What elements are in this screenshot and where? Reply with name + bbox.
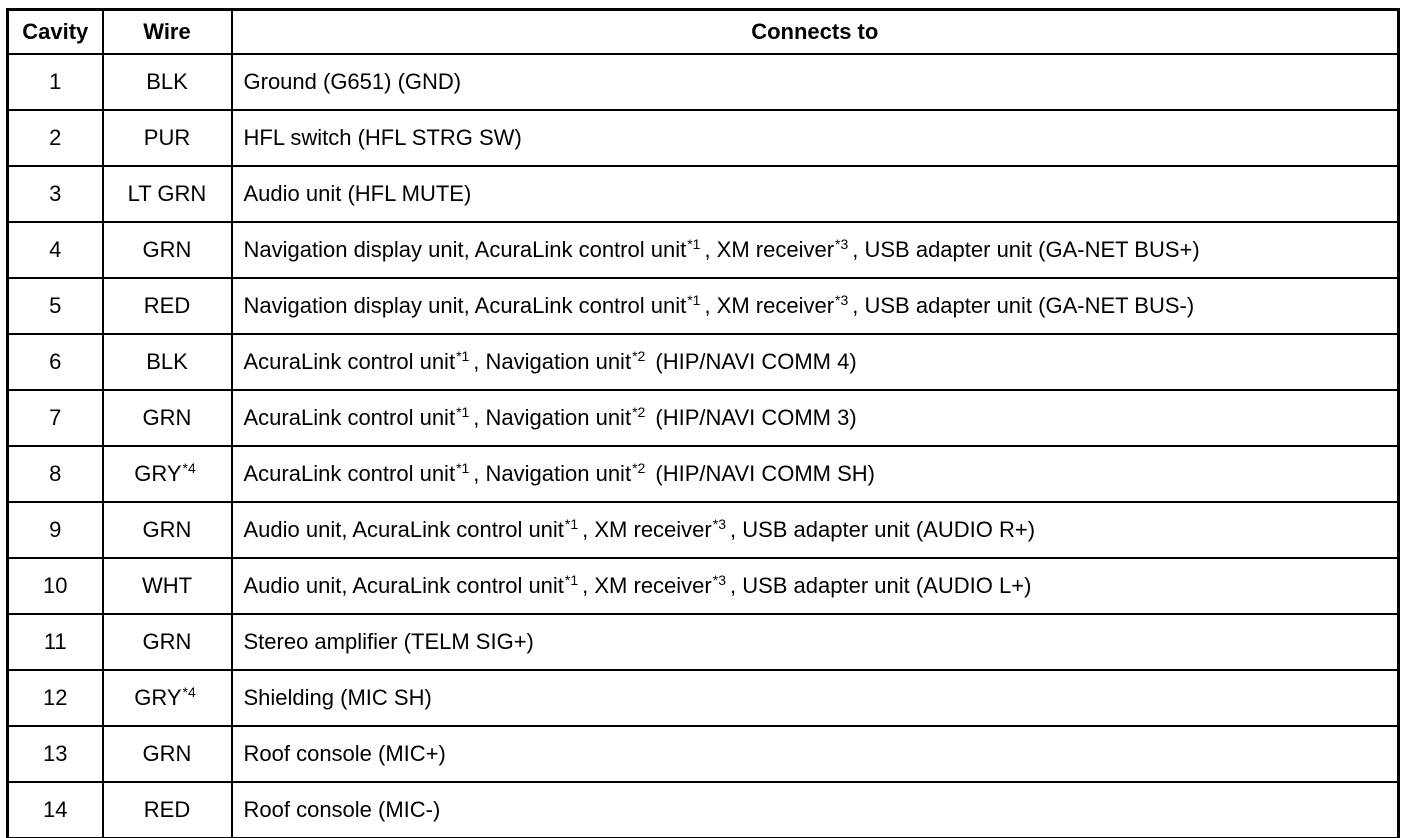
cavity-cell: 13 [6, 725, 104, 783]
connects-to-cell: AcuraLink control unit*1, Navigation uni… [230, 445, 1400, 503]
wire-cell: PUR [101, 109, 233, 167]
connects-to-cell: Audio unit, AcuraLink control unit*1, XM… [230, 501, 1400, 559]
footnote-marker: *1 [456, 348, 470, 365]
cavity-cell: 6 [6, 333, 104, 391]
footnote-marker: *4 [182, 460, 196, 477]
footnote-marker: *3 [712, 516, 726, 533]
column-header-wire: Wire [101, 8, 233, 55]
cavity-cell: 8 [6, 445, 104, 503]
wire-cell: GRN [101, 221, 233, 279]
connects-to-cell: AcuraLink control unit*1, Navigation uni… [230, 389, 1400, 447]
wire-cell: RED [101, 781, 233, 838]
footnote-marker: *2 [632, 348, 646, 365]
connects-to-cell: HFL switch (HFL STRG SW) [230, 109, 1400, 167]
connects-to-cell: Ground (G651) (GND) [230, 53, 1400, 111]
wire-cell: GRY*4 [101, 445, 233, 503]
footnote-marker: *1 [564, 572, 579, 589]
connects-to-cell: Roof console (MIC+) [230, 725, 1400, 783]
cavity-cell: 5 [6, 277, 104, 335]
footnote-marker: *1 [456, 460, 470, 477]
cavity-cell: 7 [6, 389, 104, 447]
connects-to-cell: AcuraLink control unit*1, Navigation uni… [230, 333, 1400, 391]
cavity-cell: 11 [6, 613, 104, 671]
wire-cell: BLK [101, 333, 233, 391]
footnote-marker: *2 [632, 460, 646, 477]
cavity-cell: 1 [6, 53, 104, 111]
cavity-cell: 14 [6, 781, 104, 838]
cavity-cell: 9 [6, 501, 104, 559]
connects-to-cell: Navigation display unit, AcuraLink contr… [230, 221, 1400, 279]
footnote-marker: *3 [835, 292, 849, 309]
column-header-connects-to: Connects to [230, 8, 1400, 55]
connects-to-cell: Navigation display unit, AcuraLink contr… [230, 277, 1400, 335]
connects-to-cell: Roof console (MIC-) [230, 781, 1400, 838]
connects-to-cell: Stereo amplifier (TELM SIG+) [230, 613, 1400, 671]
connects-to-cell: Audio unit (HFL MUTE) [230, 165, 1400, 223]
footnote-marker: *1 [456, 404, 470, 421]
cavity-cell: 12 [6, 669, 104, 727]
footnote-marker: *1 [687, 292, 701, 309]
connects-to-cell: Audio unit, AcuraLink control unit*1, XM… [230, 557, 1400, 615]
footnote-marker: *2 [632, 404, 646, 421]
cavity-cell: 10 [6, 557, 104, 615]
cavity-cell: 3 [6, 165, 104, 223]
wire-cell: GRN [101, 501, 233, 559]
column-header-cavity: Cavity [6, 8, 104, 55]
table-header-row: Cavity Wire Connects to [6, 8, 1400, 55]
wire-cell: GRN [101, 725, 233, 783]
wire-cell: RED [101, 277, 233, 335]
wire-cell: GRN [101, 613, 233, 671]
wire-cell: GRY*4 [101, 669, 233, 727]
connects-to-cell: Shielding (MIC SH) [230, 669, 1400, 727]
footnote-marker: *3 [835, 236, 849, 253]
footnote-marker: *1 [687, 236, 701, 253]
wire-cell: LT GRN [101, 165, 233, 223]
wire-cell: BLK [101, 53, 233, 111]
footnote-marker: *4 [182, 684, 196, 701]
footnote-marker: *1 [564, 516, 579, 533]
cavity-cell: 4 [6, 221, 104, 279]
footnote-marker: *3 [712, 572, 726, 589]
wire-cell: WHT [101, 557, 233, 615]
cavity-cell: 2 [6, 109, 104, 167]
wire-cell: GRN [101, 389, 233, 447]
